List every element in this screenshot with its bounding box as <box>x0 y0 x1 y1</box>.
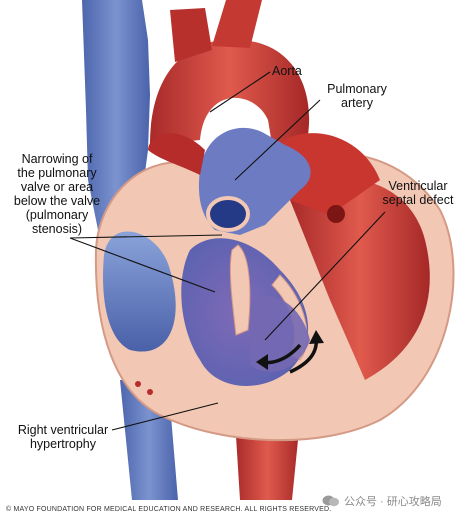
ventricular-septum <box>229 244 251 336</box>
wechat-icon <box>322 495 339 507</box>
leader-aorta <box>209 71 271 113</box>
leader-pulmonary-stenosis-1 <box>69 234 223 239</box>
watermark: 公众号 · 研心攻略局 <box>322 493 442 509</box>
label-right-ventricular-hypertrophy: Right ventricular hypertrophy <box>17 423 109 451</box>
aortic-arch <box>150 39 310 180</box>
label-pulmonary-artery: Pulmonary artery <box>327 82 387 110</box>
left-ventricle <box>290 179 430 380</box>
leader-pulmonary-artery <box>234 99 321 181</box>
label-ventricular-septal-defect: Ventricular septal defect <box>382 179 454 207</box>
label-aorta: Aorta <box>272 64 302 78</box>
label-pulmonary-stenosis: Narrowing of the pulmonary valve or area… <box>13 152 101 236</box>
leader-vsd <box>264 211 386 341</box>
leader-pulmonary-stenosis-2 <box>69 237 216 293</box>
watermark-text: 公众号 · 研心攻略局 <box>344 496 442 508</box>
copyright-notice: © MAYO FOUNDATION FOR MEDICAL EDUCATION … <box>6 506 332 513</box>
right-atrium <box>103 231 176 352</box>
leader-rvh <box>111 402 219 431</box>
pulmonary-valve <box>206 196 250 232</box>
